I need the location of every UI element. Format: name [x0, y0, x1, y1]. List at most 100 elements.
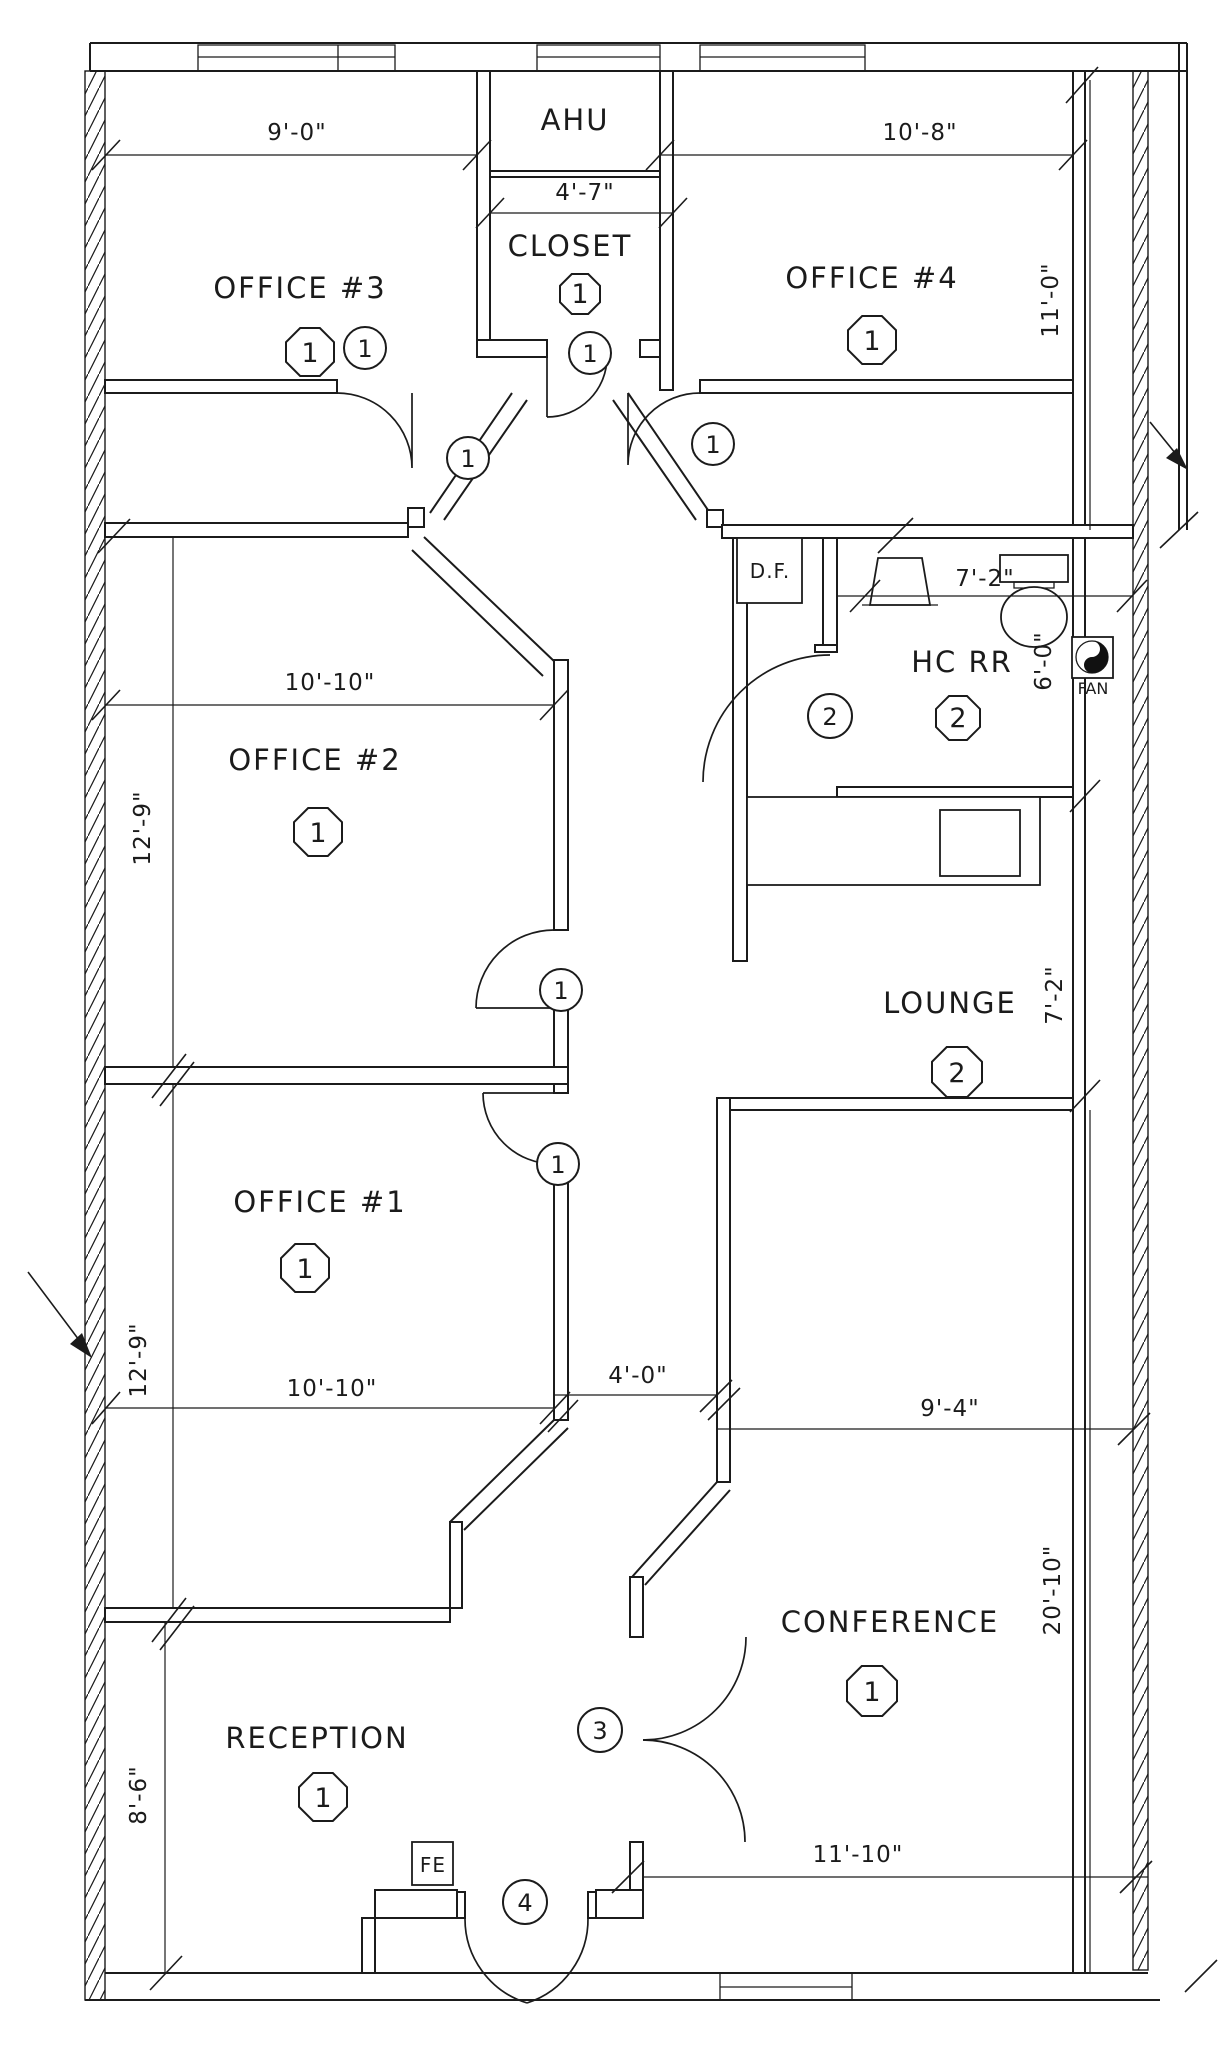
dim-10-10b: 10'-10" [287, 1376, 378, 1402]
wall-lounge-north [836, 786, 1074, 798]
door-tag-office2-number: 1 [553, 977, 568, 1005]
wall-office1-north-jamb [553, 1083, 569, 1094]
wall-reception-ne [449, 1521, 463, 1609]
dim-4-0: 4'-0" [608, 1363, 667, 1389]
interior-walls [104, 70, 1134, 1974]
door-tag-office3-number: 1 [460, 445, 475, 473]
door-tag-closet-left [343, 326, 387, 370]
door-arc-hcrr [702, 654, 831, 783]
dim-10-10a: 10'-10" [285, 670, 376, 696]
dim-7-2b: 7'-2" [1042, 965, 1068, 1024]
top-window-mid [536, 44, 661, 72]
dimension-lines [91, 66, 1218, 1993]
room-label-conference: CONFERENCE [781, 1605, 1000, 1639]
fan-label: FAN [1078, 679, 1109, 698]
fixtures: D.F. FAN FE [411, 537, 1114, 1886]
door-swings [336, 356, 831, 2004]
jamb-vestibule-west [407, 507, 425, 528]
door-arc-office3 [336, 392, 413, 469]
top-window-left [197, 44, 396, 72]
door-tags: 1 1 1 1 2 1 1 3 4 [343, 326, 853, 1925]
door-arc-office2 [475, 929, 555, 1009]
toilet-bowl [1000, 586, 1068, 648]
room-badge-office1-number: 1 [296, 1254, 313, 1285]
wall-conference-west [716, 1097, 731, 1483]
dim-12-9a: 12'-9" [130, 790, 156, 865]
wall-office1-east [553, 1163, 569, 1421]
jamb-hcrr-door [814, 644, 838, 653]
door-arc-entry-left [464, 1917, 528, 2004]
room-badge-office4-number: 1 [863, 326, 880, 357]
wall-closet-west [476, 70, 491, 354]
wall-office3-south [104, 379, 338, 394]
fire-extinguisher-box [411, 1841, 454, 1886]
dimension-texts: 9'-0" 10'-8" 4'-7" 11'-0" 10'-10" 12'-9"… [126, 120, 1068, 1868]
wall-entry-east [595, 1889, 644, 1919]
door-tag-conference-number: 3 [592, 1717, 607, 1745]
door-arc-entry-right [526, 1917, 589, 2004]
door-tag-hcrr-number: 2 [822, 703, 837, 731]
dim-7-2a: 7'-2" [955, 566, 1014, 592]
wall-office1-north [104, 1066, 569, 1085]
room-badge-conference [847, 1666, 897, 1716]
right-exterior-wall-hatch [1132, 70, 1149, 1971]
room-label-office1: OFFICE #1 [233, 1185, 406, 1219]
room-label-office3: OFFICE #3 [213, 271, 386, 305]
room-badge-closet [560, 274, 600, 314]
jamb-conference-north [629, 1576, 644, 1638]
fan-icon [1084, 641, 1108, 673]
room-badge-reception [299, 1773, 347, 1821]
dim-9-4: 9'-4" [920, 1396, 979, 1422]
room-badge-office4 [848, 316, 896, 364]
room-label-closet: CLOSET [508, 229, 633, 263]
dim-10-8: 10'-8" [882, 120, 957, 146]
fe-label: FE [420, 1853, 446, 1877]
dim-12-9b: 12'-9" [126, 1322, 152, 1397]
wall-conference-north [729, 1097, 1074, 1111]
door-tag-closet-right-number: 1 [582, 340, 597, 368]
wall-ahu-divider [489, 170, 661, 178]
door-arc-closet [546, 356, 608, 418]
room-label-ahu: AHU [541, 103, 610, 137]
bottom-window [719, 1972, 853, 2001]
door-arc-office4 [627, 392, 701, 466]
room-label-office2: OFFICE #2 [228, 743, 401, 777]
wall-entry-west [374, 1889, 458, 1919]
dim-11-0: 11'-0" [1038, 262, 1064, 337]
wall-corridor-jamb [553, 1009, 569, 1068]
wall-conference-diagonal [631, 1481, 731, 1586]
room-badge-lounge-number: 2 [948, 1058, 965, 1089]
dim-9-0: 9'-0" [267, 120, 326, 146]
door-arc-conference-south [642, 1739, 746, 1843]
door-tag-conference [577, 1707, 623, 1753]
door-tag-office4 [691, 422, 735, 466]
wall-closet-east [659, 70, 674, 391]
room-badge-office2-number: 1 [309, 818, 326, 849]
room-labels: OFFICE #3 1 OFFICE #4 1 AHU CLOSET 1 OFF… [213, 103, 1015, 1821]
wall-hcrr-west [822, 537, 838, 653]
door-tag-closet-right [568, 331, 612, 375]
room-label-reception: RECEPTION [225, 1721, 408, 1755]
lounge-sink [939, 809, 1021, 877]
dim-20-10: 20'-10" [1040, 1545, 1066, 1636]
room-badge-lounge [932, 1047, 982, 1097]
room-badge-office1 [281, 1244, 329, 1292]
leaf-entry-left-jamb [456, 1891, 466, 1919]
dim-8-6: 8'-6" [126, 1765, 152, 1824]
right-wall-arrowhead-icon [1166, 448, 1188, 470]
jamb-conference-south [629, 1841, 644, 1893]
room-badge-hcrr-number: 2 [949, 703, 966, 734]
reference-arrows [27, 421, 1188, 1358]
left-exterior-wall-hatch [84, 70, 106, 2001]
exterior-walls [84, 42, 1188, 2001]
wall-office4-south [699, 379, 1074, 394]
door-tag-office2 [539, 968, 583, 1012]
door-tag-hcrr [807, 693, 853, 739]
wall-vestibule-diagonal-east [612, 392, 711, 521]
door-arc-conference-north [642, 1636, 747, 1741]
top-window-right [699, 44, 866, 72]
right-wall-face [1072, 71, 1086, 1973]
leaf-entry-right-jamb [587, 1891, 597, 1919]
